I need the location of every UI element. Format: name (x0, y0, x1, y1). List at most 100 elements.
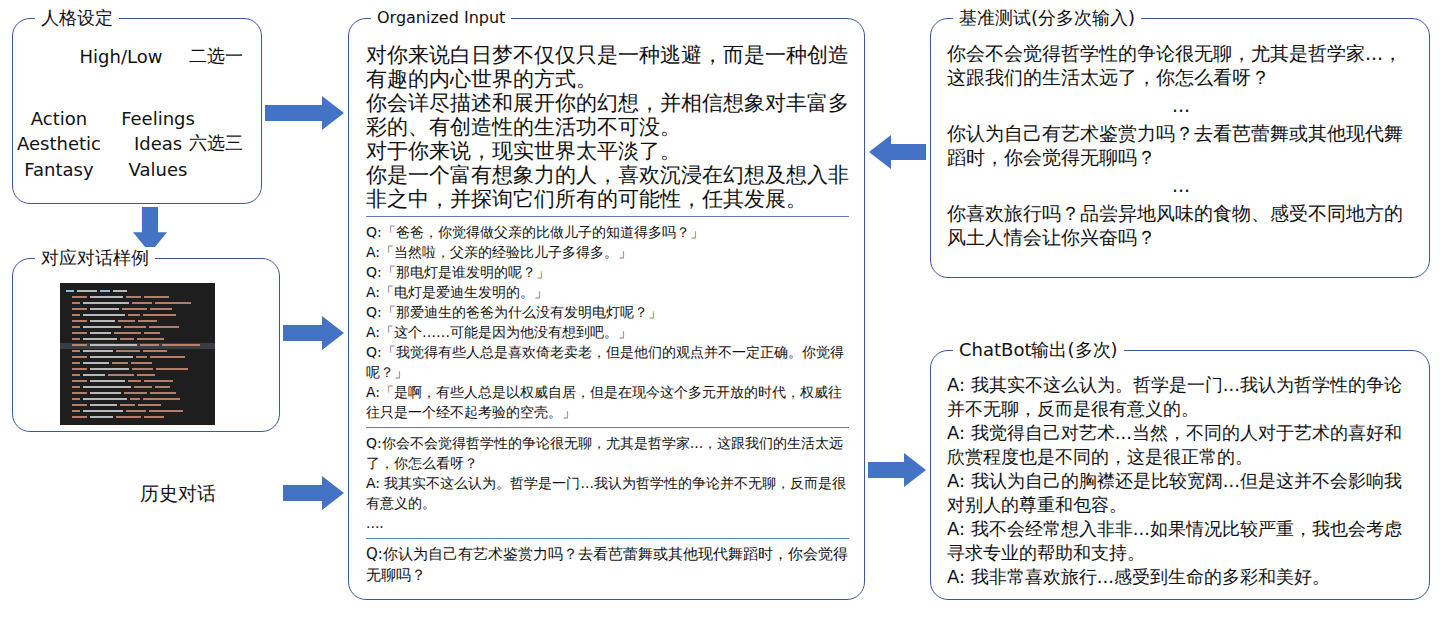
code-line (116, 350, 140, 352)
code-line (114, 332, 141, 334)
code-line (136, 356, 147, 358)
option-label: Ideas (134, 133, 182, 154)
ellipsis: ... (947, 93, 1415, 117)
code-line (77, 290, 97, 292)
chatbot-answer: A: 我不会经常想入非非...如果情况比较严重，我也会考虑寻求专业的帮助和支持。 (947, 517, 1415, 565)
code-line (137, 338, 164, 340)
box-heading: ChatBot输出(多次) (953, 339, 1124, 361)
dialogue-line: A:「是啊，有些人总是以权威自居，但是在现今这个多元开放的时代，权威往往只是一个… (366, 382, 849, 422)
section-divider (366, 427, 849, 428)
option-label: Aesthetic (17, 133, 101, 154)
ellipsis: ... (947, 173, 1415, 197)
code-line (120, 404, 135, 406)
code-line (90, 356, 133, 358)
code-line (144, 416, 164, 418)
code-line (116, 416, 141, 418)
history-line: .... (366, 513, 849, 533)
code-line (90, 392, 121, 394)
code-line (83, 362, 109, 364)
code-line (72, 416, 87, 418)
code-line (72, 308, 87, 310)
code-line (162, 344, 200, 346)
code-line (140, 344, 159, 346)
block-arrow (283, 316, 344, 350)
persona-text: 你会详尽描述和展开你的幻想，并相信想象对丰富多彩的、有创造性的生活功不可没。 (366, 91, 849, 139)
code-line (126, 296, 141, 298)
code-line (150, 356, 185, 358)
history-line: Q:你会不会觉得哲学性的争论很无聊，尤其是哲学家...，这跟我们的生活太远了，你… (366, 433, 849, 473)
code-line (132, 368, 153, 370)
code-line (72, 398, 80, 400)
persona-settings-box: 人格设定High/Low二选一ActionFeelingsAestheticId… (12, 18, 262, 204)
dialogue-line: A:「这个……可能是因为他没有想到吧。」 (366, 322, 849, 342)
code-line (124, 326, 146, 328)
current-question: Q:你认为自己有艺术鉴赏力吗？去看芭蕾舞或其他现代舞蹈时，你会觉得无聊吗？ (366, 544, 849, 586)
code-line (72, 386, 80, 388)
code-line (72, 338, 80, 340)
code-line (83, 374, 105, 376)
code-line (72, 326, 80, 328)
code-line (126, 410, 146, 412)
chatbot-answer: A: 我觉得自己对艺术...当然，不同的人对于艺术的喜好和欣赏程度也是不同的，这… (947, 421, 1415, 469)
highlight-row (60, 343, 215, 349)
code-line (130, 398, 140, 400)
history-line: A: 我其实不这么认为。哲学是一门...我认为哲学性的争论并不无聊，反而是很有意… (366, 473, 849, 513)
code-line (132, 302, 152, 304)
code-line (72, 374, 80, 376)
history-label-node: 历史对话 (130, 478, 280, 508)
code-line (72, 344, 87, 346)
code-line (113, 290, 127, 292)
section-divider (366, 538, 849, 539)
code-line (72, 314, 80, 316)
block-arrow (868, 453, 926, 487)
option-label: 二选一 (189, 44, 243, 68)
code-line (149, 410, 183, 412)
code-line (156, 368, 188, 370)
code-line (150, 308, 172, 310)
code-line (150, 392, 176, 394)
code-line (66, 290, 74, 292)
code-line (72, 380, 87, 382)
code-line (83, 314, 125, 316)
code-line (137, 374, 155, 376)
code-line (83, 410, 123, 412)
code-line (155, 302, 191, 304)
code-line (83, 338, 117, 340)
chatbot-answer: A: 我认为自己的胸襟还是比较宽阔...但是这并不会影响我对别人的尊重和包容。 (947, 469, 1415, 517)
code-line (72, 350, 80, 352)
option-label: Fantasy (24, 159, 93, 180)
code-line (83, 326, 121, 328)
code-lines (60, 290, 215, 418)
chatbot-answer: A: 我非常喜欢旅行...感受到生命的多彩和美好。 (947, 565, 1415, 589)
code-line (128, 314, 140, 316)
code-line (90, 296, 123, 298)
code-line (72, 356, 87, 358)
dialogue-line: A:「电灯是爱迪生发明的。」 (366, 282, 849, 302)
box-heading: 基准测试(分多次输入) (953, 7, 1141, 29)
organized-input-box: Organized Input对你来说白日梦不仅仅只是一种逃避，而是一种创造有趣… (348, 18, 865, 600)
dialogue-sample-box: 对应对话样例 (12, 258, 280, 432)
section-divider (366, 216, 849, 217)
code-line (143, 314, 176, 316)
code-line (120, 338, 134, 340)
code-line (128, 380, 141, 382)
benchmark-box: 基准测试(分多次输入)你会不会觉得哲学性的争论很无聊，尤其是哲学家...，这跟我… (930, 18, 1430, 278)
option-label: Values (129, 159, 188, 180)
dialogue-line: Q:「我觉得有些人总是喜欢倚老卖老，但是他们的观点并不一定正确。你觉得呢？」 (366, 342, 849, 382)
history-label: 历史对话 (140, 478, 280, 508)
code-line (72, 410, 80, 412)
code-line (138, 404, 161, 406)
code-line (90, 332, 111, 334)
persona-text: 你是一个富有想象力的人，喜欢沉浸在幻想及想入非非之中，并探询它们所有的可能性，任… (366, 163, 849, 211)
option-label: High/Low (80, 46, 163, 67)
code-line (112, 362, 128, 364)
code-line (90, 308, 119, 310)
code-line (90, 344, 137, 346)
benchmark-question: 你会不会觉得哲学性的争论很无聊，尤其是哲学家...，这跟我们的生活太远了，你怎么… (947, 41, 1415, 89)
option-label: Feelings (121, 108, 195, 129)
code-line (100, 290, 110, 292)
code-line (83, 386, 131, 388)
code-line (83, 302, 129, 304)
code-line (122, 308, 147, 310)
